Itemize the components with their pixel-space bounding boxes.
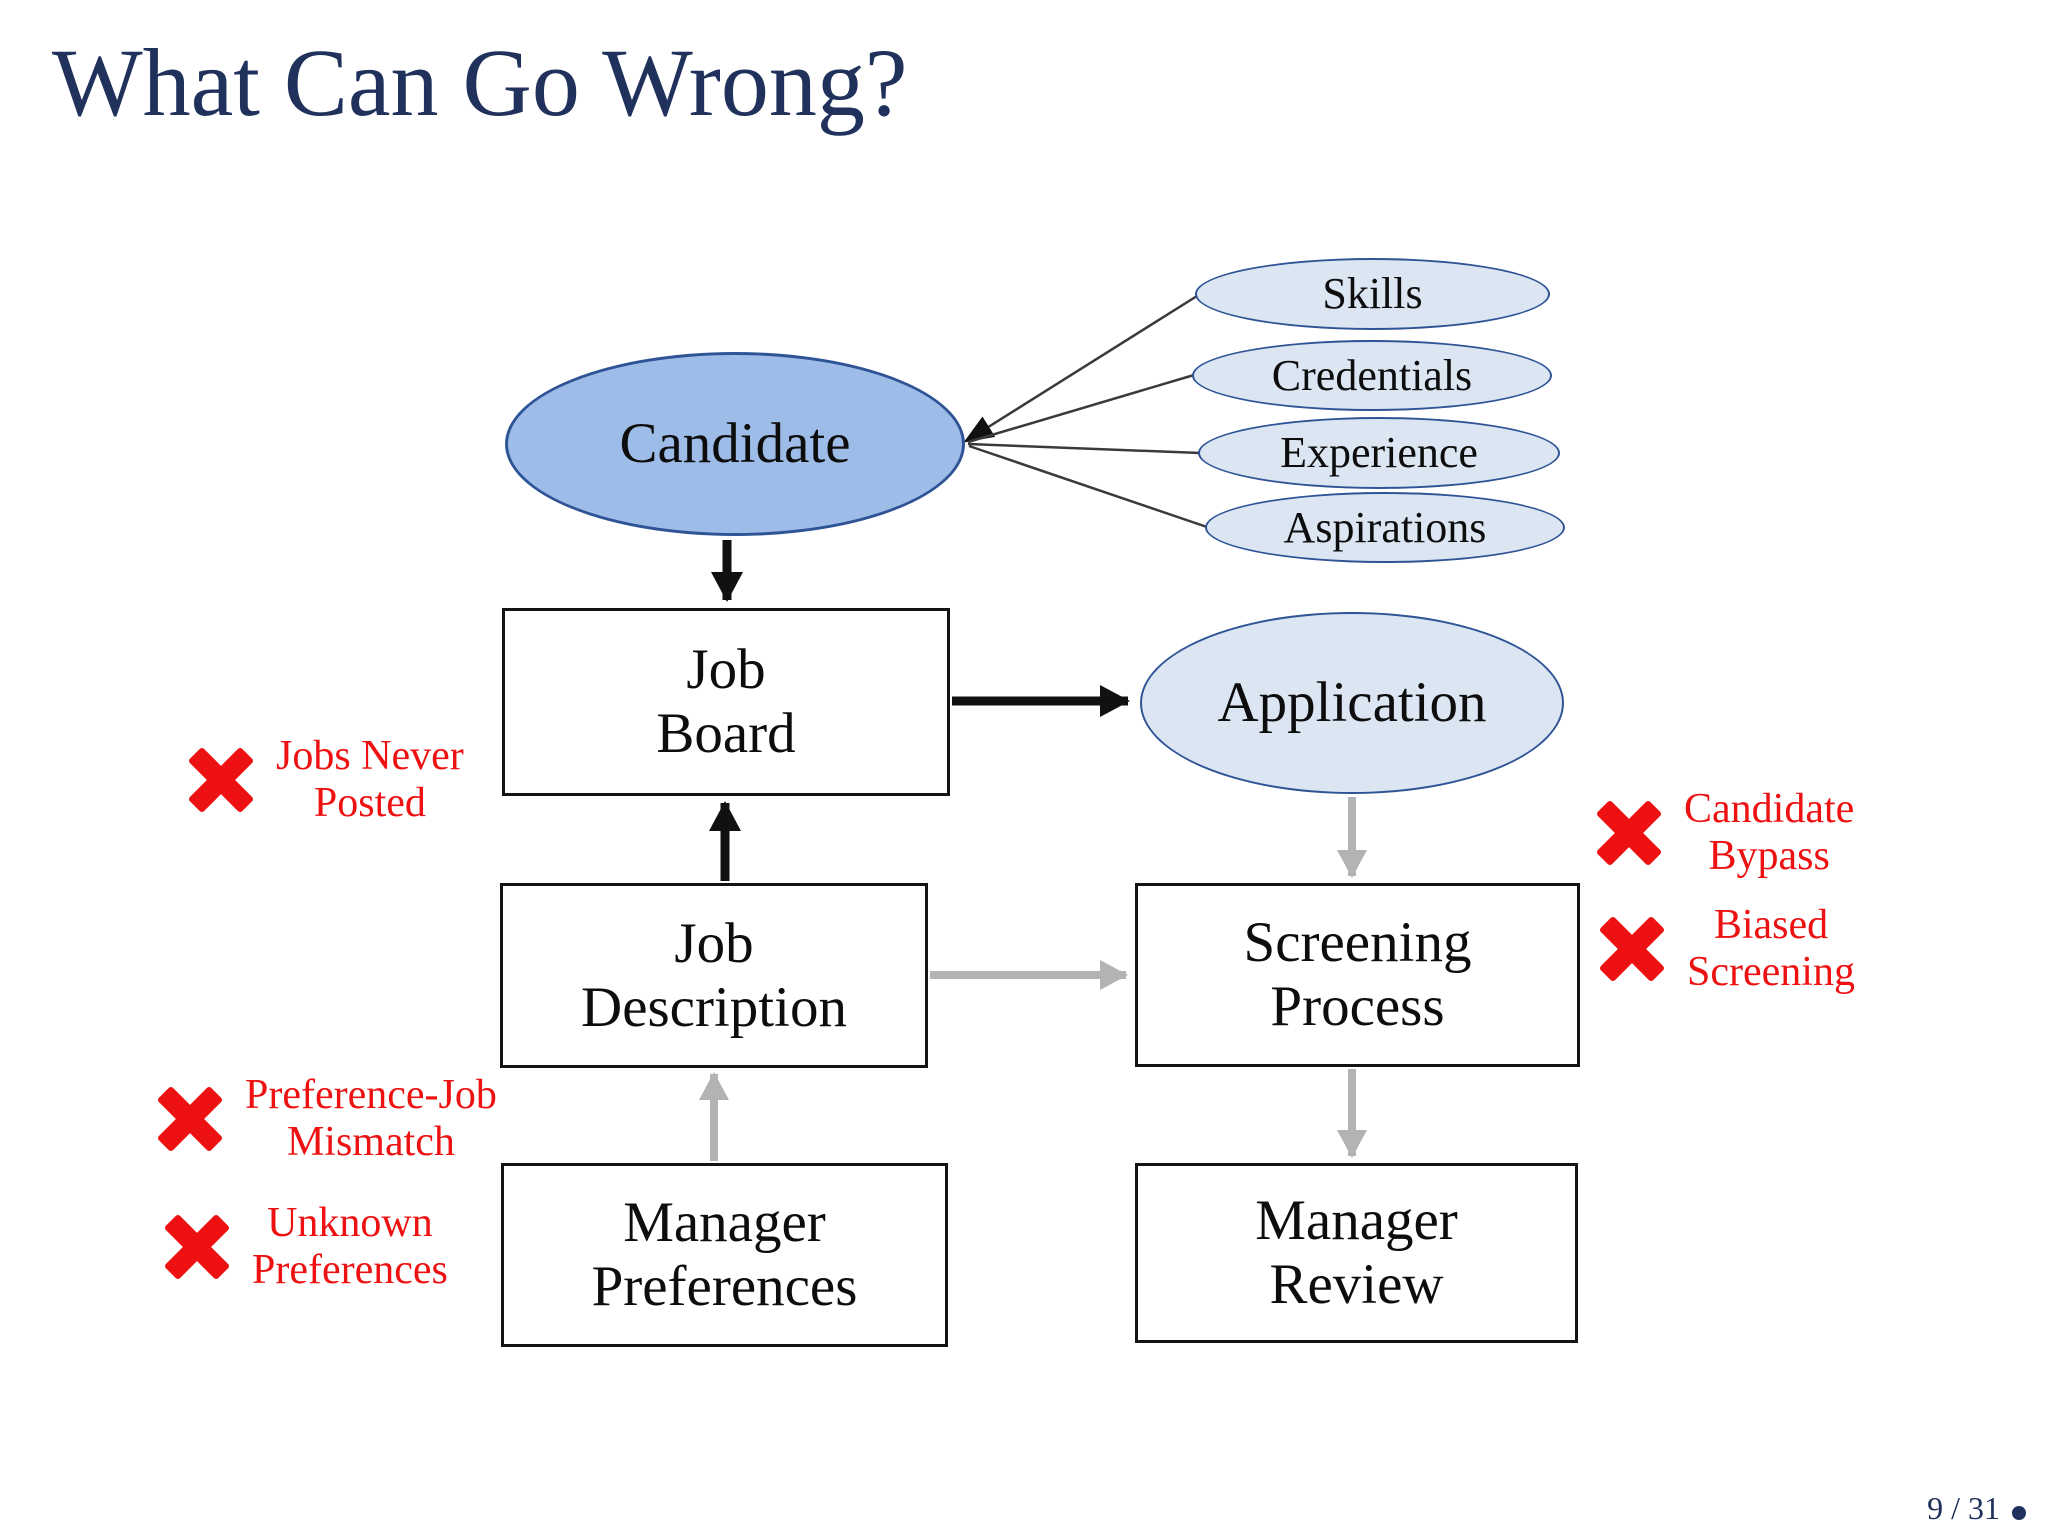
- nav-dot-icon: [2012, 1505, 2026, 1520]
- error-x-icon: [157, 1086, 223, 1152]
- node-manager-review-label: Manager Review: [1255, 1189, 1458, 1316]
- node-job-board: Job Board: [502, 608, 950, 796]
- line-skills-to-candidate: [963, 294, 1198, 443]
- failure-candidate-bypass: Candidate Bypass: [1596, 786, 1854, 880]
- failure-label: Jobs Never Posted: [276, 733, 464, 827]
- node-screening-process-label: Screening Process: [1243, 911, 1472, 1038]
- failure-unknown-preferences: Unknown Preferences: [164, 1200, 448, 1294]
- node-application-label: Application: [1217, 671, 1487, 735]
- node-credentials: Credentials: [1192, 340, 1552, 411]
- failure-label: Unknown Preferences: [252, 1200, 448, 1294]
- node-aspirations: Aspirations: [1205, 492, 1565, 563]
- node-manager-preferences-label: Manager Preferences: [591, 1191, 858, 1318]
- failure-label: Biased Screening: [1687, 902, 1855, 996]
- error-x-icon: [1599, 916, 1665, 982]
- node-candidate-label: Candidate: [619, 412, 851, 476]
- failure-biased-screening: Biased Screening: [1599, 902, 1855, 996]
- node-skills-label: Skills: [1322, 269, 1423, 318]
- node-manager-preferences: Manager Preferences: [501, 1163, 948, 1347]
- line-credentials-to-candidate: [967, 373, 1195, 444]
- node-manager-review: Manager Review: [1135, 1163, 1578, 1343]
- failure-label: Preference-Job Mismatch: [245, 1072, 497, 1166]
- node-credentials-label: Credentials: [1271, 350, 1473, 400]
- node-experience-label: Experience: [1280, 428, 1478, 477]
- error-x-icon: [188, 747, 254, 813]
- node-candidate: Candidate: [505, 352, 965, 536]
- node-application: Application: [1140, 612, 1564, 794]
- failure-label: Candidate Bypass: [1684, 786, 1855, 880]
- node-job-board-label: Job Board: [656, 638, 796, 765]
- failure-jobs-never-posted: Jobs Never Posted: [188, 733, 464, 827]
- slide-title: What Can Go Wrong?: [52, 29, 908, 136]
- failure-preference-job-mismatch: Preference-Job Mismatch: [157, 1072, 497, 1166]
- node-job-description: Job Description: [500, 883, 928, 1068]
- node-screening-process: Screening Process: [1135, 883, 1580, 1067]
- line-aspirations-to-candidate: [968, 444, 1208, 529]
- page-number: 9 / 31: [1927, 1490, 2000, 1526]
- line-experience-to-candidate: [967, 442, 1201, 455]
- node-job-description-label: Job Description: [581, 911, 847, 1039]
- footer: 9 / 31: [1927, 1490, 2026, 1527]
- node-skills: Skills: [1195, 258, 1550, 330]
- node-experience: Experience: [1198, 417, 1560, 489]
- node-aspirations-label: Aspirations: [1283, 502, 1487, 552]
- error-x-icon: [1596, 800, 1662, 866]
- error-x-icon: [164, 1214, 230, 1280]
